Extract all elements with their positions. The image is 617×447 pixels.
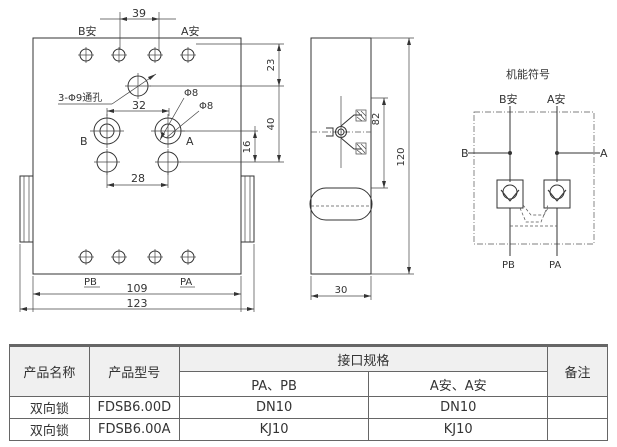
symbol-dashed-frame bbox=[473, 111, 595, 245]
bottom-mounting-holes bbox=[78, 249, 196, 265]
label-a-an-top: A安 bbox=[181, 24, 200, 38]
symbol-b-an: B安 bbox=[499, 92, 518, 106]
side-body-outline bbox=[310, 37, 372, 275]
dim-82: 82 bbox=[371, 113, 382, 126]
label-port-a: A bbox=[186, 135, 194, 148]
cell-name: 双向锁 bbox=[9, 418, 90, 441]
header-product-name: 产品名称 bbox=[9, 346, 90, 397]
label-through-hole: 3-Φ9通孔 bbox=[58, 92, 102, 104]
right-lug bbox=[240, 175, 255, 243]
subheader-pa-pb: PA、PB bbox=[178, 371, 370, 397]
cell-model: FDSB6.00A bbox=[88, 418, 180, 441]
dim-32: 32 bbox=[132, 99, 146, 112]
symbol-a-an: A安 bbox=[547, 92, 566, 106]
header-interface-spec: 接口规格 bbox=[178, 346, 549, 372]
dim-120: 120 bbox=[396, 147, 407, 166]
cell-remark bbox=[547, 418, 608, 441]
symbol-pb: PB bbox=[502, 260, 515, 271]
cell-a-b: DN10 bbox=[368, 396, 549, 419]
label-b-an-top: B安 bbox=[78, 24, 97, 38]
cell-name: 双向锁 bbox=[9, 396, 90, 419]
left-lug bbox=[19, 175, 34, 243]
label-phi8-b: Φ8 bbox=[199, 101, 213, 112]
label-pb: PB bbox=[84, 277, 97, 288]
top-mounting-holes bbox=[78, 47, 196, 63]
dim-123: 123 bbox=[127, 297, 148, 310]
dim-109: 109 bbox=[127, 282, 148, 295]
front-view: 39 B安 A安 23 40 16 3-Φ9通孔 Φ8 Φ8 bbox=[19, 7, 284, 312]
symbol-a: A bbox=[600, 147, 608, 160]
table-row: 双向锁 FDSB6.00A KJ10 KJ10 bbox=[9, 418, 608, 441]
side-oval-port bbox=[309, 187, 373, 221]
table-top-rule bbox=[9, 344, 608, 346]
symbol-pa: PA bbox=[549, 260, 561, 271]
table-row: 双向锁 FDSB6.00D DN10 DN10 bbox=[9, 396, 608, 419]
cell-model: FDSB6.00D bbox=[88, 396, 180, 419]
dim-16: 16 bbox=[242, 141, 253, 154]
cell-pa-pb: DN10 bbox=[178, 396, 370, 419]
dim-30: 30 bbox=[335, 285, 348, 296]
subheader-a-b: A安、A安 bbox=[368, 371, 549, 397]
label-pa: PA bbox=[180, 277, 192, 288]
symbol-check-valve-a bbox=[543, 179, 571, 209]
dim-39: 39 bbox=[132, 7, 146, 20]
label-port-b: B bbox=[80, 135, 88, 148]
cell-pa-pb: KJ10 bbox=[178, 418, 370, 441]
dim-23: 23 bbox=[266, 59, 277, 72]
front-body-outline bbox=[32, 37, 242, 275]
dim-28: 28 bbox=[131, 172, 145, 185]
side-valve-section bbox=[311, 96, 371, 168]
dim-40: 40 bbox=[266, 118, 277, 131]
label-phi8-a: Φ8 bbox=[184, 88, 198, 99]
side-view: 82 120 30 bbox=[309, 37, 414, 300]
function-symbol: 机能符号 B安 A安 B A PB PA bbox=[461, 67, 608, 271]
cell-remark bbox=[547, 396, 608, 419]
technical-drawing: 39 B安 A安 23 40 16 3-Φ9通孔 Φ8 Φ8 bbox=[19, 7, 608, 312]
cell-a-b: KJ10 bbox=[368, 418, 549, 441]
spec-table: 产品名称 产品型号 接口规格 备注 PA、PB A安、A安 双向锁 FDSB6.… bbox=[9, 346, 608, 441]
header-remarks: 备注 bbox=[547, 346, 608, 397]
symbol-check-valve-b bbox=[496, 179, 524, 209]
header-product-model: 产品型号 bbox=[88, 346, 180, 397]
symbol-b: B bbox=[461, 147, 469, 160]
symbol-title: 机能符号 bbox=[506, 67, 550, 81]
